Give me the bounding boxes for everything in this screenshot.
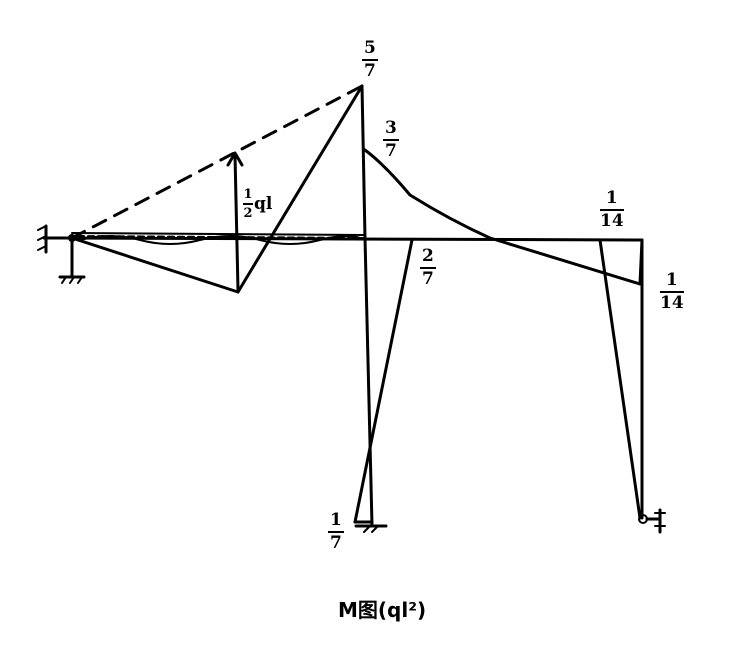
fixed-support-middle-icon — [354, 524, 388, 533]
pin-support-left-icon — [37, 224, 86, 284]
moment-curve — [70, 84, 644, 524]
frame-structure — [70, 232, 644, 527]
roller-support-right-icon — [638, 508, 666, 534]
diagram-caption: M图(ql²) — [338, 598, 427, 622]
